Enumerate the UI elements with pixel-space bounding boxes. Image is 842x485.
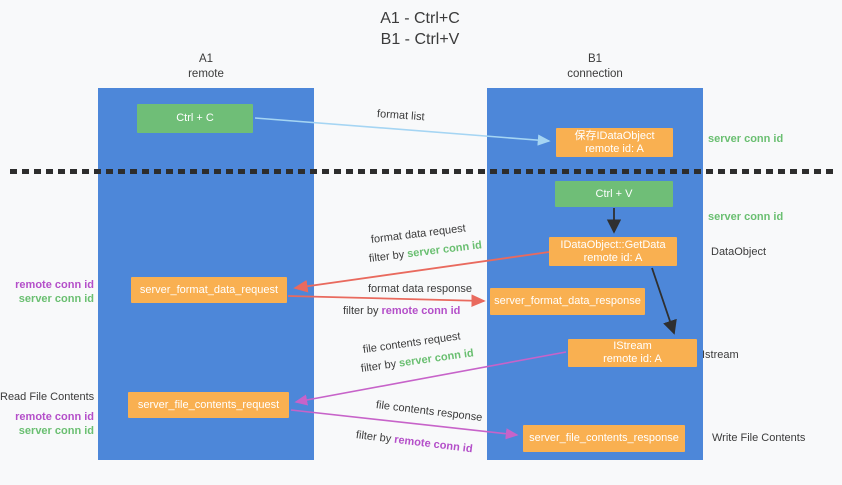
label-filter-by-remote-conn-id-1: filter by remote conn id	[343, 305, 460, 317]
node-istream-line2: remote id: A	[603, 353, 662, 365]
right-write-file-contents: Write File Contents	[712, 432, 806, 444]
label-filter-by-remote-conn-id-2: filter by remote conn id	[355, 429, 473, 455]
node-save-idataobject-line2: remote id: A	[585, 142, 644, 155]
node-idataobject-getdata-line2: remote id: A	[583, 251, 643, 264]
server-conn-id-text: server conn id	[406, 239, 483, 261]
label-file-contents-response: file contents response	[375, 399, 483, 424]
filter-by-text: filter by	[368, 248, 408, 265]
left-server-conn-id-1: server conn id	[18, 293, 94, 305]
left-server-conn-id-2: server conn id	[18, 425, 94, 437]
arrow-format-data-response	[287, 294, 486, 307]
node-istream-line1: IStream	[613, 340, 652, 352]
node-ctrl-c-label: Ctrl + C	[176, 112, 214, 124]
node-server-file-contents-request-label: server_file_contents_request	[137, 398, 280, 411]
diagram-title-line1: A1 - Ctrl+C	[380, 10, 460, 27]
node-save-idataobject: 保存IDataObject remote id: A	[556, 128, 673, 157]
server-conn-id-text: server conn id	[398, 347, 475, 370]
left-remote-conn-id-2: remote conn id	[15, 411, 94, 423]
node-server-file-contents-request: server_file_contents_request	[128, 392, 289, 418]
node-ctrl-v: Ctrl + V	[555, 181, 673, 207]
left-read-file-contents: Read File Contents	[0, 391, 95, 403]
node-idataobject-getdata-line1: IDataObject::GetData	[560, 238, 666, 251]
filter-by-text: filter by	[343, 305, 382, 317]
node-idataobject-getdata: IDataObject::GetData remote id: A	[549, 237, 677, 266]
node-server-file-contents-response: server_file_contents_response	[523, 425, 685, 452]
right-dataobject: DataObject	[711, 246, 767, 258]
right-istream: Istream	[702, 349, 739, 361]
filter-by-text: filter by	[360, 357, 400, 375]
node-server-format-data-response: server_format_data_response	[490, 288, 645, 315]
lane-a1-subtitle: remote	[188, 68, 224, 80]
node-save-idataobject-line1: 保存IDataObject	[574, 129, 655, 142]
node-server-format-data-request: server_format_data_request	[131, 277, 287, 303]
node-ctrl-v-label: Ctrl + V	[595, 187, 633, 200]
label-format-data-response: format data response	[368, 283, 472, 295]
left-remote-conn-id-1: remote conn id	[15, 279, 94, 291]
session-divider-dotted-line	[10, 169, 836, 174]
node-server-file-contents-response-label: server_file_contents_response	[529, 432, 679, 444]
node-istream: IStream remote id: A	[568, 339, 697, 367]
lane-b1-subtitle: connection	[567, 68, 623, 80]
lane-b1-name: B1	[587, 53, 603, 65]
remote-conn-id-text: remote conn id	[393, 433, 474, 456]
node-ctrl-c: Ctrl + C	[137, 104, 253, 133]
lane-a1-name: A1	[198, 53, 214, 65]
lane-b1-header: B1 connection	[487, 52, 703, 82]
node-server-format-data-request-label: server_format_data_request	[139, 283, 279, 296]
lane-a1-header: A1 remote	[98, 52, 314, 82]
remote-conn-id-text: remote conn id	[381, 305, 461, 317]
filter-by-text: filter by	[355, 429, 395, 446]
diagram-title-line2: B1 - Ctrl+V	[380, 31, 460, 48]
right-server-conn-id-1: server conn id	[708, 133, 784, 145]
label-format-list: format list	[376, 108, 425, 124]
diagram-title: A1 - Ctrl+C B1 - Ctrl+V	[300, 8, 540, 50]
node-server-format-data-response-label: server_format_data_response	[494, 295, 641, 307]
right-server-conn-id-2: server conn id	[708, 211, 784, 223]
